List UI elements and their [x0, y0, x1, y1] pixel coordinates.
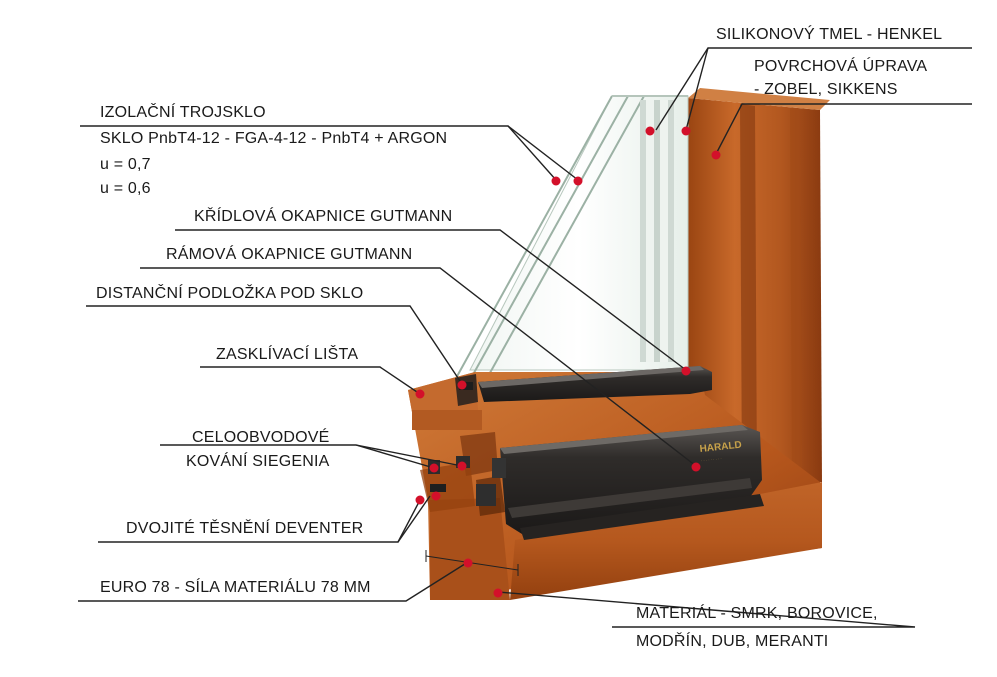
frame-drip	[500, 425, 764, 540]
marker-euro78	[463, 558, 473, 568]
leader-sash-drip	[175, 229, 687, 371]
label-spacer-pad: DISTANČNÍ PODLOŽKA POD SKLO	[96, 285, 364, 302]
triple-glass	[454, 95, 689, 381]
marker-glass-2	[573, 176, 583, 186]
label-sash-drip: KŘÍDLOVÁ OKAPNICE GUTMANN	[194, 208, 453, 225]
marker-sash-drip	[681, 366, 691, 376]
leader-hardware-2	[355, 444, 463, 467]
label-frame-drip: RÁMOVÁ OKAPNICE GUTMANN	[166, 246, 413, 263]
marker-hardware-2	[457, 461, 467, 471]
brand-text: HARALD	[699, 440, 742, 455]
marker-silicone-2	[681, 126, 691, 136]
brand-mark: HARALD · · · · · · · · ·	[699, 440, 742, 463]
marker-bead	[415, 389, 425, 399]
label-material-line1: MATERIÁL - SMRK, BOROVICE,	[636, 605, 878, 622]
leader-frame-drip	[140, 267, 697, 467]
leader-glass-2	[507, 125, 579, 181]
marker-material	[493, 588, 503, 598]
leader-surface	[715, 103, 972, 155]
label-euro78: EURO 78 - SÍLA MATERIÁLU 78 MM	[100, 579, 371, 596]
leader-seal-2	[397, 499, 421, 543]
label-silicone: SILIKONOVÝ TMEL - HENKEL	[716, 26, 943, 43]
marker-hardware-1	[429, 463, 439, 473]
label-glazing-bead: ZASKLÍVACÍ LIŠTA	[216, 346, 359, 363]
label-surface-line1: POVRCHOVÁ ÚPRAVA	[754, 58, 928, 75]
label-hardware-line2: KOVÁNÍ SIEGENIA	[186, 453, 330, 470]
label-hardware-line1: CELOOBVODOVÉ	[192, 429, 330, 446]
marker-glass-1	[551, 176, 561, 186]
leader-euro78	[78, 561, 469, 602]
marker-surface	[711, 150, 721, 160]
leader-silicone-2	[685, 47, 709, 131]
leader-spacer	[86, 305, 463, 385]
markers	[415, 126, 721, 598]
label-glass-spec: SKLO PnbT4-12 - FGA-4-12 - PnbT4 + ARGON	[100, 130, 448, 147]
marker-seal-2	[431, 491, 441, 501]
label-material-line2: MODŘÍN, DUB, MERANTI	[636, 633, 829, 650]
marker-frame-drip	[691, 462, 701, 472]
marker-silicone-1	[645, 126, 655, 136]
sash-drip	[478, 366, 712, 402]
label-surface-line2: - ZOBEL, SIKKENS	[754, 81, 898, 98]
svg-text:· · · · · · · · ·: · · · · · · · · ·	[701, 456, 722, 463]
vertical-frame	[688, 88, 830, 488]
leader-lines	[78, 47, 972, 628]
marker-spacer	[457, 380, 467, 390]
label-triple-glass: IZOLAČNÍ TROJSKLO	[100, 104, 266, 121]
marker-seal-1	[415, 495, 425, 505]
leader-bead	[200, 366, 421, 395]
label-u-value-1: u = 0,7	[100, 156, 151, 173]
label-double-seal: DVOJITÉ TĚSNĚNÍ DEVENTER	[126, 520, 364, 537]
label-u-value-2: u = 0,6	[100, 180, 151, 197]
leader-material	[497, 591, 916, 628]
